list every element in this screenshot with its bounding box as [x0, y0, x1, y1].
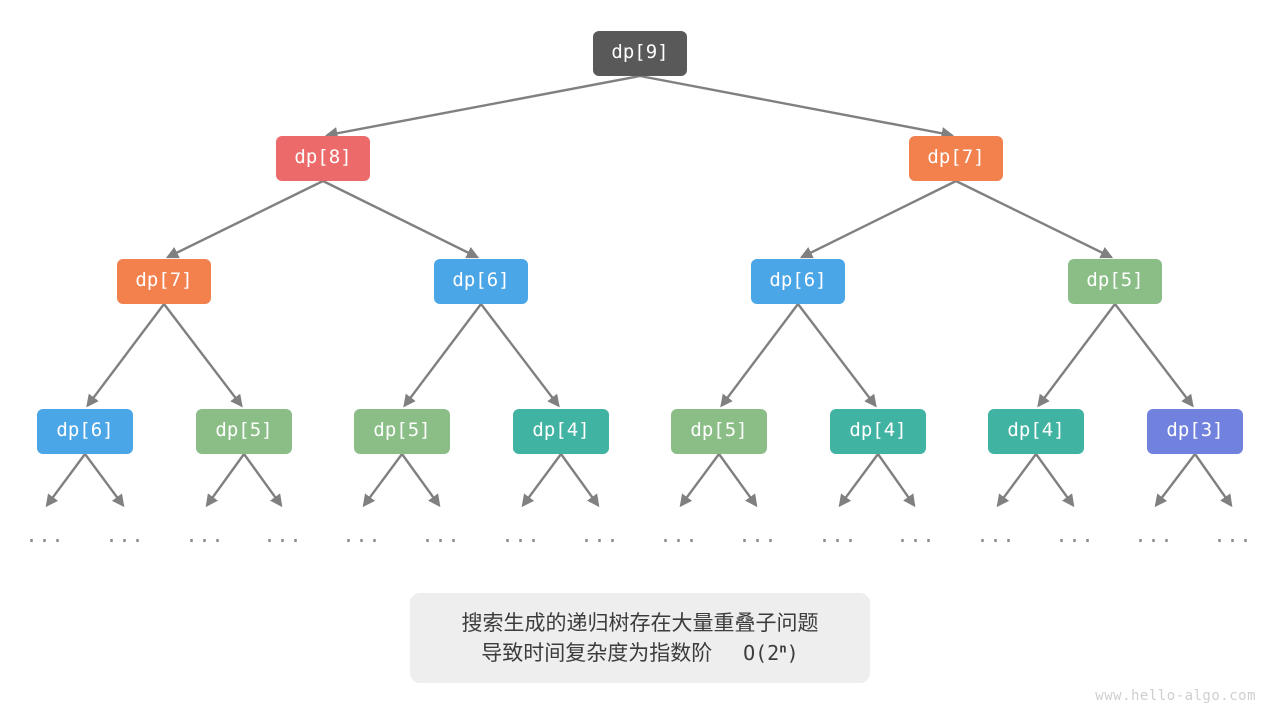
tree-node-label: dp[7]: [135, 269, 193, 291]
leaf-stub-edges: [45, 453, 1233, 508]
edge-n4-n9: [403, 303, 482, 408]
leaf-stub-n9-0: [362, 453, 403, 508]
caption-line-2-text: 导致时间复杂度为指数阶: [481, 641, 713, 665]
complexity-formula: O(2n): [719, 641, 799, 665]
ellipsis-marker: ...: [580, 523, 620, 547]
bigo-open: O(2: [743, 641, 780, 665]
caption-line-2: 导致时间复杂度为指数阶 O(2n): [481, 641, 798, 665]
tree-node-dp5-n6: dp[5]: [1068, 259, 1162, 304]
edge-n5-n11: [720, 303, 799, 408]
leaf-stub-n8-0: [205, 453, 245, 508]
ellipsis-marker: ...: [818, 523, 858, 547]
leaf-stub-n12-0: [838, 453, 879, 508]
ellipsis-marker: ...: [501, 523, 541, 547]
leaf-stub-n11-1: [718, 453, 758, 508]
caption-line-1: 搜索生成的递归树存在大量重叠子问题: [461, 610, 819, 635]
tree-node-dp4-n10: dp[4]: [513, 409, 609, 454]
ellipsis-marker: ...: [25, 523, 65, 547]
edge-n3-n7: [86, 303, 165, 408]
tree-node-dp4-n12: dp[4]: [830, 409, 926, 454]
ellipsis-marker: ...: [342, 523, 382, 547]
tree-node-dp9-n0: dp[9]: [593, 31, 687, 76]
tree-node-dp8-n1: dp[8]: [276, 136, 370, 181]
tree-node-dp5-n11: dp[5]: [671, 409, 767, 454]
tree-node-dp6-n4: dp[6]: [434, 259, 528, 304]
edge-n2-n5: [799, 179, 957, 259]
tree-edges: [86, 74, 1194, 408]
ellipsis-marker: ...: [659, 523, 699, 547]
ellipsis-marker: ...: [1055, 523, 1095, 547]
tree-node-label: dp[4]: [1007, 419, 1065, 441]
ellipsis-marker: ...: [263, 523, 303, 547]
edge-n6-n14: [1114, 303, 1194, 408]
watermark: www.hello-algo.com: [1095, 688, 1256, 704]
leaf-stub-n11-0: [679, 453, 720, 508]
tree-node-label: dp[6]: [56, 419, 114, 441]
leaf-stub-n9-1: [401, 453, 441, 508]
leaf-stub-n7-1: [84, 453, 125, 508]
tree-node-label: dp[7]: [927, 146, 985, 168]
tree-node-dp6-n5: dp[6]: [751, 259, 845, 304]
tree-node-dp6-n7: dp[6]: [37, 409, 133, 454]
bigo-close: ): [786, 641, 799, 665]
ellipsis-marker: ...: [1213, 523, 1253, 547]
tree-node-label: dp[6]: [769, 269, 827, 291]
tree-node-label: dp[5]: [1086, 269, 1144, 291]
tree-node-label: dp[5]: [215, 419, 273, 441]
edge-n1-n4: [322, 179, 480, 259]
tree-node-dp3-n14: dp[3]: [1147, 409, 1243, 454]
tree-node-dp7-n2: dp[7]: [909, 136, 1003, 181]
edge-n4-n10: [480, 303, 560, 408]
tree-node-dp4-n13: dp[4]: [988, 409, 1084, 454]
tree-node-dp5-n8: dp[5]: [196, 409, 292, 454]
ellipsis-marker: ...: [1134, 523, 1174, 547]
ellipsis-marker: ...: [105, 523, 145, 547]
tree-node-label: dp[5]: [690, 419, 748, 441]
edge-n0-n1: [325, 74, 641, 140]
tree-node-label: dp[4]: [532, 419, 590, 441]
edge-n5-n12: [797, 303, 877, 408]
edge-n0-n2: [639, 74, 954, 140]
ellipsis-marker: ...: [976, 523, 1016, 547]
edge-n1-n3: [165, 179, 324, 259]
leaf-stub-n14-1: [1194, 453, 1233, 508]
leaf-stub-n13-0: [996, 453, 1037, 508]
leaf-stub-n13-1: [1035, 453, 1075, 508]
tree-node-label: dp[6]: [452, 269, 510, 291]
leaf-stub-n12-1: [877, 453, 916, 508]
bigo-exponent: n: [779, 640, 787, 656]
tree-node-label: dp[5]: [373, 419, 431, 441]
ellipsis-marker: ...: [185, 523, 225, 547]
ellipsis-marker: ...: [738, 523, 778, 547]
leaf-stub-n14-0: [1154, 453, 1196, 508]
edge-n6-n13: [1037, 303, 1116, 408]
leaf-stub-n10-1: [560, 453, 600, 508]
edge-n3-n8: [163, 303, 243, 408]
tree-node-label: dp[4]: [849, 419, 907, 441]
edge-n2-n6: [955, 179, 1114, 259]
leaf-stub-n10-0: [521, 453, 562, 508]
tree-node-dp5-n9: dp[5]: [354, 409, 450, 454]
tree-node-label: dp[9]: [611, 41, 669, 63]
tree-node-label: dp[8]: [294, 146, 352, 168]
tree-node-label: dp[3]: [1166, 419, 1224, 441]
leaf-stub-n7-0: [45, 453, 86, 508]
ellipsis-marker: ...: [896, 523, 936, 547]
ellipsis-marker: ...: [421, 523, 461, 547]
tree-node-dp7-n3: dp[7]: [117, 259, 211, 304]
leaf-stub-n8-1: [243, 453, 283, 508]
caption-box: 搜索生成的递归树存在大量重叠子问题 导致时间复杂度为指数阶 O(2n): [410, 593, 870, 683]
